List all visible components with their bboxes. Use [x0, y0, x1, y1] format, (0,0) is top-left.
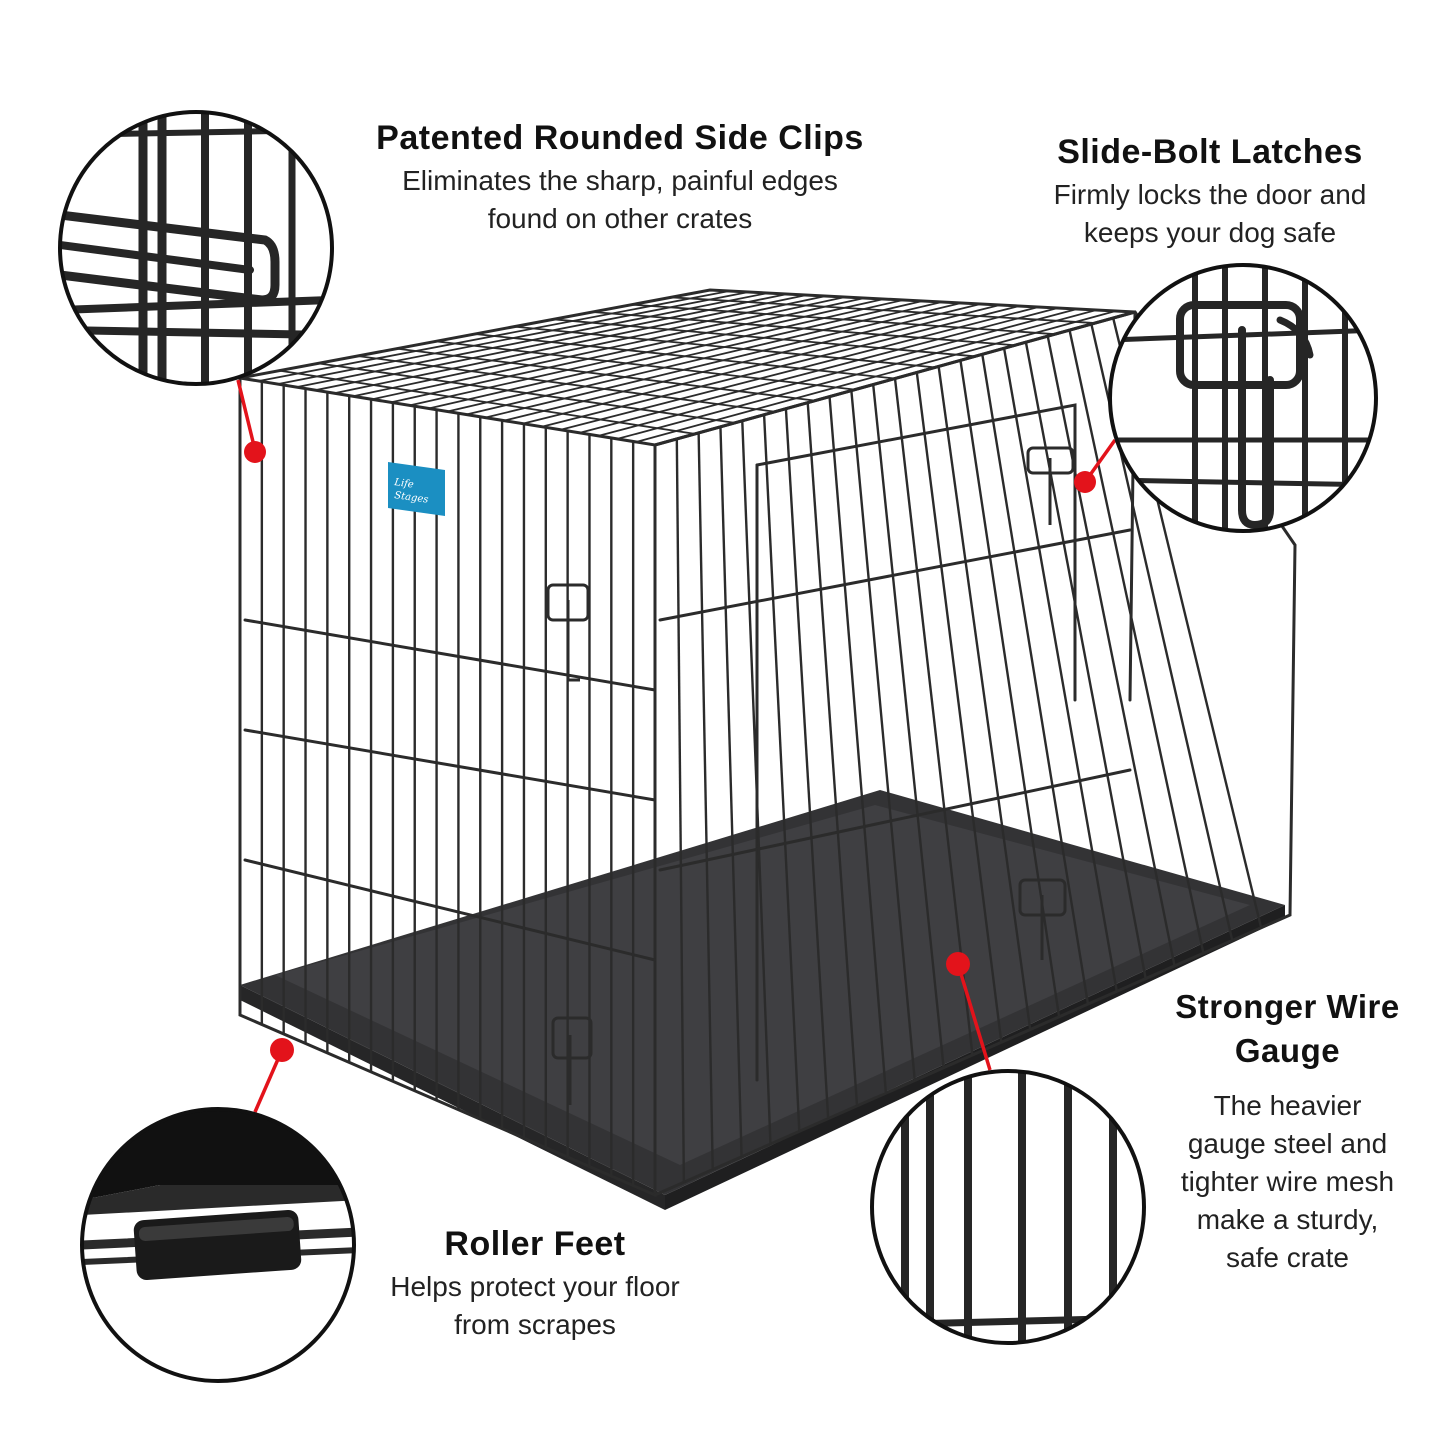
side-wire — [981, 354, 1090, 1005]
feature-description-line: make a sturdy, — [1196, 1204, 1379, 1235]
feature-title: Gauge — [1234, 1032, 1341, 1069]
side-wire — [871, 384, 945, 1068]
feature-description-line: The heavier — [1213, 1090, 1362, 1121]
side-wire — [784, 408, 830, 1119]
svg-text:Life: Life — [393, 477, 415, 491]
svg-text:Stages: Stages — [394, 490, 429, 506]
side-wire — [893, 378, 974, 1056]
feature-description-line: found on other crates — [487, 203, 753, 234]
side-wire — [675, 438, 686, 1183]
side-wire — [1046, 335, 1176, 967]
zoom-roller-feet — [80, 1107, 356, 1383]
front-wires — [260, 381, 635, 1186]
feature-description-line: keeps your dog safe — [1083, 217, 1337, 248]
top-wire — [670, 296, 1096, 324]
side-wire — [1068, 329, 1205, 954]
top-wire — [357, 355, 776, 413]
zoom-latch — [1108, 263, 1378, 533]
feature-title: Stronger Wire — [1175, 988, 1400, 1025]
feature-wire-gauge: Stronger Wire Gauge The heavier gauge st… — [1140, 985, 1435, 1277]
feature-description-line: tighter wire mesh — [1180, 1166, 1395, 1197]
zoom-side-clips — [58, 110, 334, 386]
feature-roller-feet: Roller Feet Helps protect your floor fro… — [355, 1224, 715, 1344]
feature-description-line: Helps protect your floor — [390, 1271, 680, 1302]
feature-description-line: safe crate — [1226, 1242, 1349, 1273]
side-wire — [741, 420, 772, 1145]
top-wire — [553, 318, 976, 358]
top-wire — [631, 303, 1056, 336]
side-wire — [915, 372, 1003, 1043]
top-wire — [435, 340, 856, 391]
latch-front — [546, 583, 593, 1105]
top-wire — [514, 325, 936, 369]
feature-title: Slide-Bolt Latches — [1057, 133, 1363, 171]
top-wire — [474, 333, 896, 380]
side-wire — [697, 432, 714, 1170]
feature-description-line: Firmly locks the door and — [1053, 179, 1367, 210]
side-wire — [719, 426, 743, 1157]
feature-description-line: Eliminates the sharp, painful edges — [402, 165, 838, 196]
feature-side-clips: Patented Rounded Side Clips Eliminates t… — [320, 118, 920, 238]
top-wire — [318, 362, 736, 424]
feature-description-line: from scrapes — [454, 1309, 616, 1340]
feature-description-line: gauge steel and — [1187, 1128, 1388, 1159]
top-wire — [396, 347, 816, 402]
side-wire — [937, 366, 1032, 1030]
side-wire — [850, 390, 916, 1081]
side-wires — [675, 317, 1263, 1183]
top-wire — [592, 311, 1016, 347]
feature-title: Patented Rounded Side Clips — [376, 119, 864, 157]
latch-side — [1018, 446, 1075, 960]
feature-title: Roller Feet — [444, 1225, 626, 1263]
side-wire — [1002, 348, 1119, 992]
side-wire — [828, 396, 888, 1094]
top-wire — [279, 369, 696, 435]
zoom-wire-gauge — [870, 1069, 1146, 1345]
side-wire — [762, 414, 801, 1132]
callout-dots — [244, 441, 1096, 1062]
side-wire — [806, 402, 859, 1106]
brand-label: Life Stages — [388, 462, 445, 516]
feature-slide-bolt-latches: Slide-Bolt Latches Firmly locks the door… — [1010, 132, 1410, 252]
top-grid — [258, 290, 1116, 443]
